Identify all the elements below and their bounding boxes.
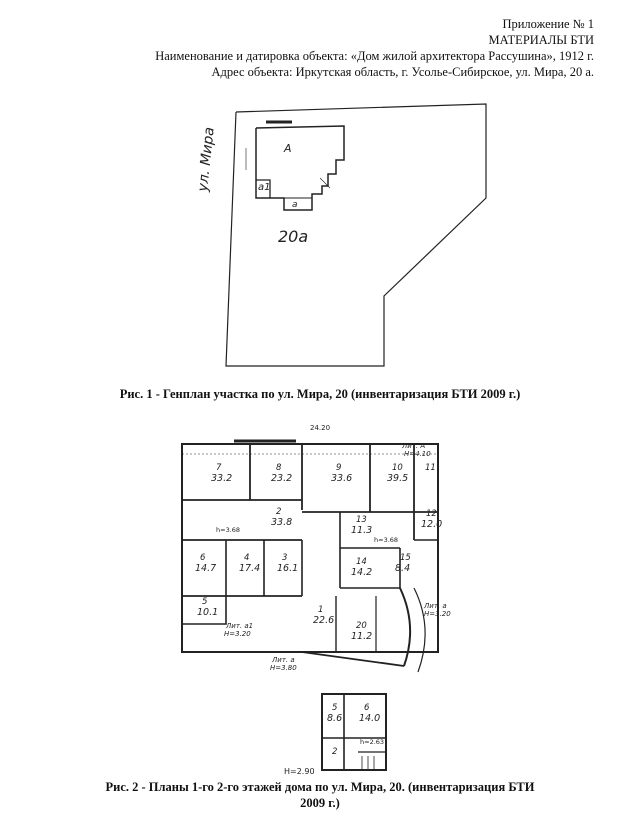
appendix-number: Приложение № 1 [502, 17, 594, 31]
lit-a-bottom-label: Лит. а [271, 656, 295, 664]
lit-a1-label: Лит. а1 [225, 622, 253, 630]
figure-2-caption-line2: 2009 г.) [300, 796, 340, 810]
room-number-8: 6 [200, 553, 206, 563]
figure-2-caption-line1: Рис. 2 - Планы 1-го 2-го этажей дома по … [105, 780, 535, 794]
ceiling-height-1: h=3.68 [216, 526, 240, 534]
lit-a-right-label: Лит. а [423, 602, 447, 610]
room-number-2: 9 [336, 463, 341, 473]
upper-room-area-0: 8.6 [327, 713, 342, 724]
room-area-6: 33.8 [271, 517, 292, 528]
upper-room-number-1: 6 [364, 703, 370, 713]
lit-a1-height: H=3.20 [224, 630, 251, 638]
room-number-7: 13 [356, 515, 367, 525]
room-area-13: 10.1 [197, 607, 218, 618]
room-number-15: 20 [356, 621, 367, 631]
building-label-a: а [292, 200, 298, 210]
room-number-1: 8 [276, 463, 282, 473]
room-area-11: 14.2 [351, 567, 372, 578]
object-address-line: Адрес объекта: Иркутская область, г. Усо… [211, 65, 594, 79]
room-area-14: 22.6 [313, 615, 334, 626]
room-area-15: 11.2 [351, 631, 372, 642]
lot-number-label: 20а [278, 227, 308, 246]
building-outline [255, 125, 345, 211]
upper-room-area-1: 14.0 [359, 713, 380, 724]
building-label-main: А [283, 142, 292, 155]
lit-a-height: H=4.10 [404, 450, 431, 458]
lot-boundary [225, 103, 487, 367]
room-area-10: 16.1 [277, 563, 298, 574]
lit-a-label: Лит. А [401, 442, 425, 450]
room-number-14: 1 [318, 605, 323, 615]
room-area-0: 33.2 [211, 473, 232, 484]
upper-floor-height: H=2.90 [284, 767, 315, 776]
room-number-9: 4 [244, 553, 249, 563]
room-number-10: 3 [282, 553, 287, 563]
lit-a-bottom-height: H=3.80 [270, 664, 297, 672]
room-area-12: 8.4 [395, 563, 410, 574]
room-number-4: 11 [425, 463, 436, 473]
room-number-0: 7 [216, 463, 222, 473]
object-name-line: Наименование и датировка объекта: «Дом ж… [155, 49, 594, 63]
street-label: ул. Мира [195, 126, 218, 193]
upper-room-number-0: 5 [332, 703, 337, 713]
room-number-11: 14 [356, 557, 367, 567]
figure-1-caption: Рис. 1 - Генплан участка по ул. Мира, 20… [119, 387, 521, 401]
upper-floor-walls [321, 693, 387, 771]
room-number-12: 15 [400, 553, 411, 563]
room-area-9: 17.4 [239, 563, 260, 574]
floor-plan-walls [181, 439, 439, 673]
room-number-6: 2 [276, 507, 281, 517]
materials-title: МАТЕРИАЛЫ БТИ [488, 33, 595, 47]
room-area-2: 33.6 [331, 473, 352, 484]
lit-a-right-height: H=3.20 [424, 610, 451, 618]
room-area-3: 39.5 [387, 473, 408, 484]
room-area-8: 14.7 [195, 563, 216, 574]
upper-room-number-2: 2 [332, 747, 337, 757]
room-number-5: 12 [426, 509, 437, 519]
room-number-3: 10 [392, 463, 403, 473]
room-area-1: 23.2 [271, 473, 292, 484]
room-number-13: 5 [202, 597, 207, 607]
upper-floor-inner-height: h=2.63 [360, 738, 384, 746]
building-label-a1: а1 [258, 182, 271, 193]
figure-2-caption: Рис. 2 - Планы 1-го 2-го этажей дома по … [0, 779, 640, 811]
room-area-5: 12.0 [421, 519, 442, 530]
top-dimension: 24.20 [310, 424, 330, 432]
room-area-7: 11.3 [351, 525, 372, 536]
ceiling-height-2: h=3.68 [374, 536, 398, 544]
